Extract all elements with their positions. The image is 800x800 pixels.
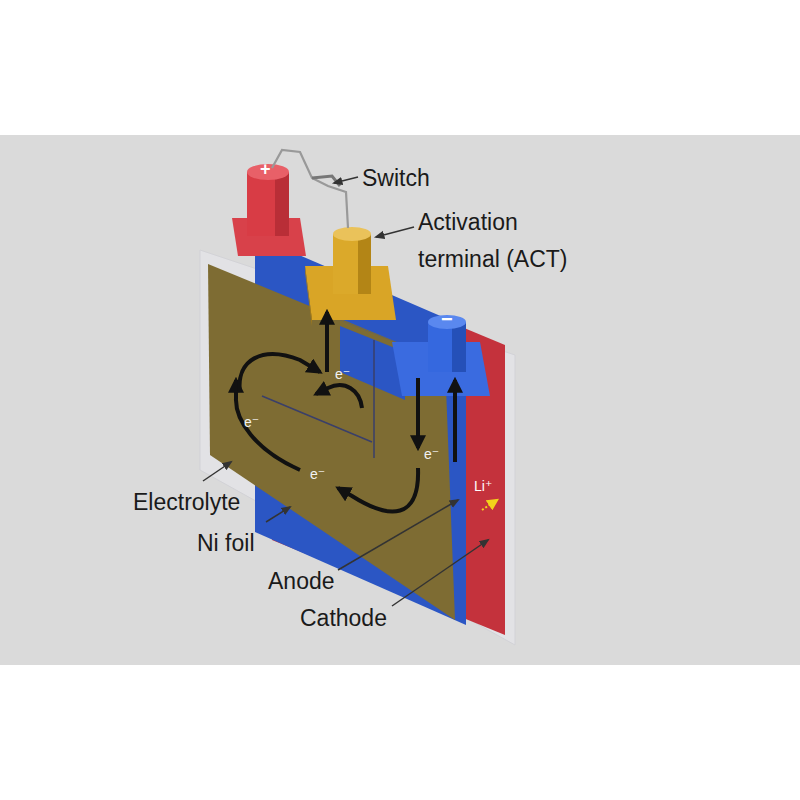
- part-label: Ni foil: [197, 525, 317, 562]
- part-label: Electrolyte: [133, 484, 293, 521]
- polarity-symbol: +: [260, 159, 280, 181]
- part-label: Switch: [362, 160, 482, 197]
- charge-label: e⁻: [244, 414, 274, 431]
- electron-flow-arrows: [236, 312, 455, 511]
- switch-symbol: [312, 176, 340, 186]
- background-band: [0, 135, 800, 665]
- charge-label: Li⁺: [474, 478, 508, 495]
- part-label: Anode: [268, 563, 388, 600]
- ni-foil-sheet: [208, 264, 455, 620]
- part-label: Cathode: [300, 600, 420, 637]
- charge-label: e⁻: [335, 366, 365, 383]
- charge-label: e⁻: [424, 446, 454, 463]
- li-ion-arrow: [482, 500, 497, 510]
- part-label: Activation terminal (ACT): [418, 204, 596, 278]
- charge-label: e⁻: [310, 466, 340, 483]
- polarity-symbol: −: [441, 307, 461, 331]
- act-terminal: [333, 227, 371, 241]
- switch-wire: [272, 150, 348, 228]
